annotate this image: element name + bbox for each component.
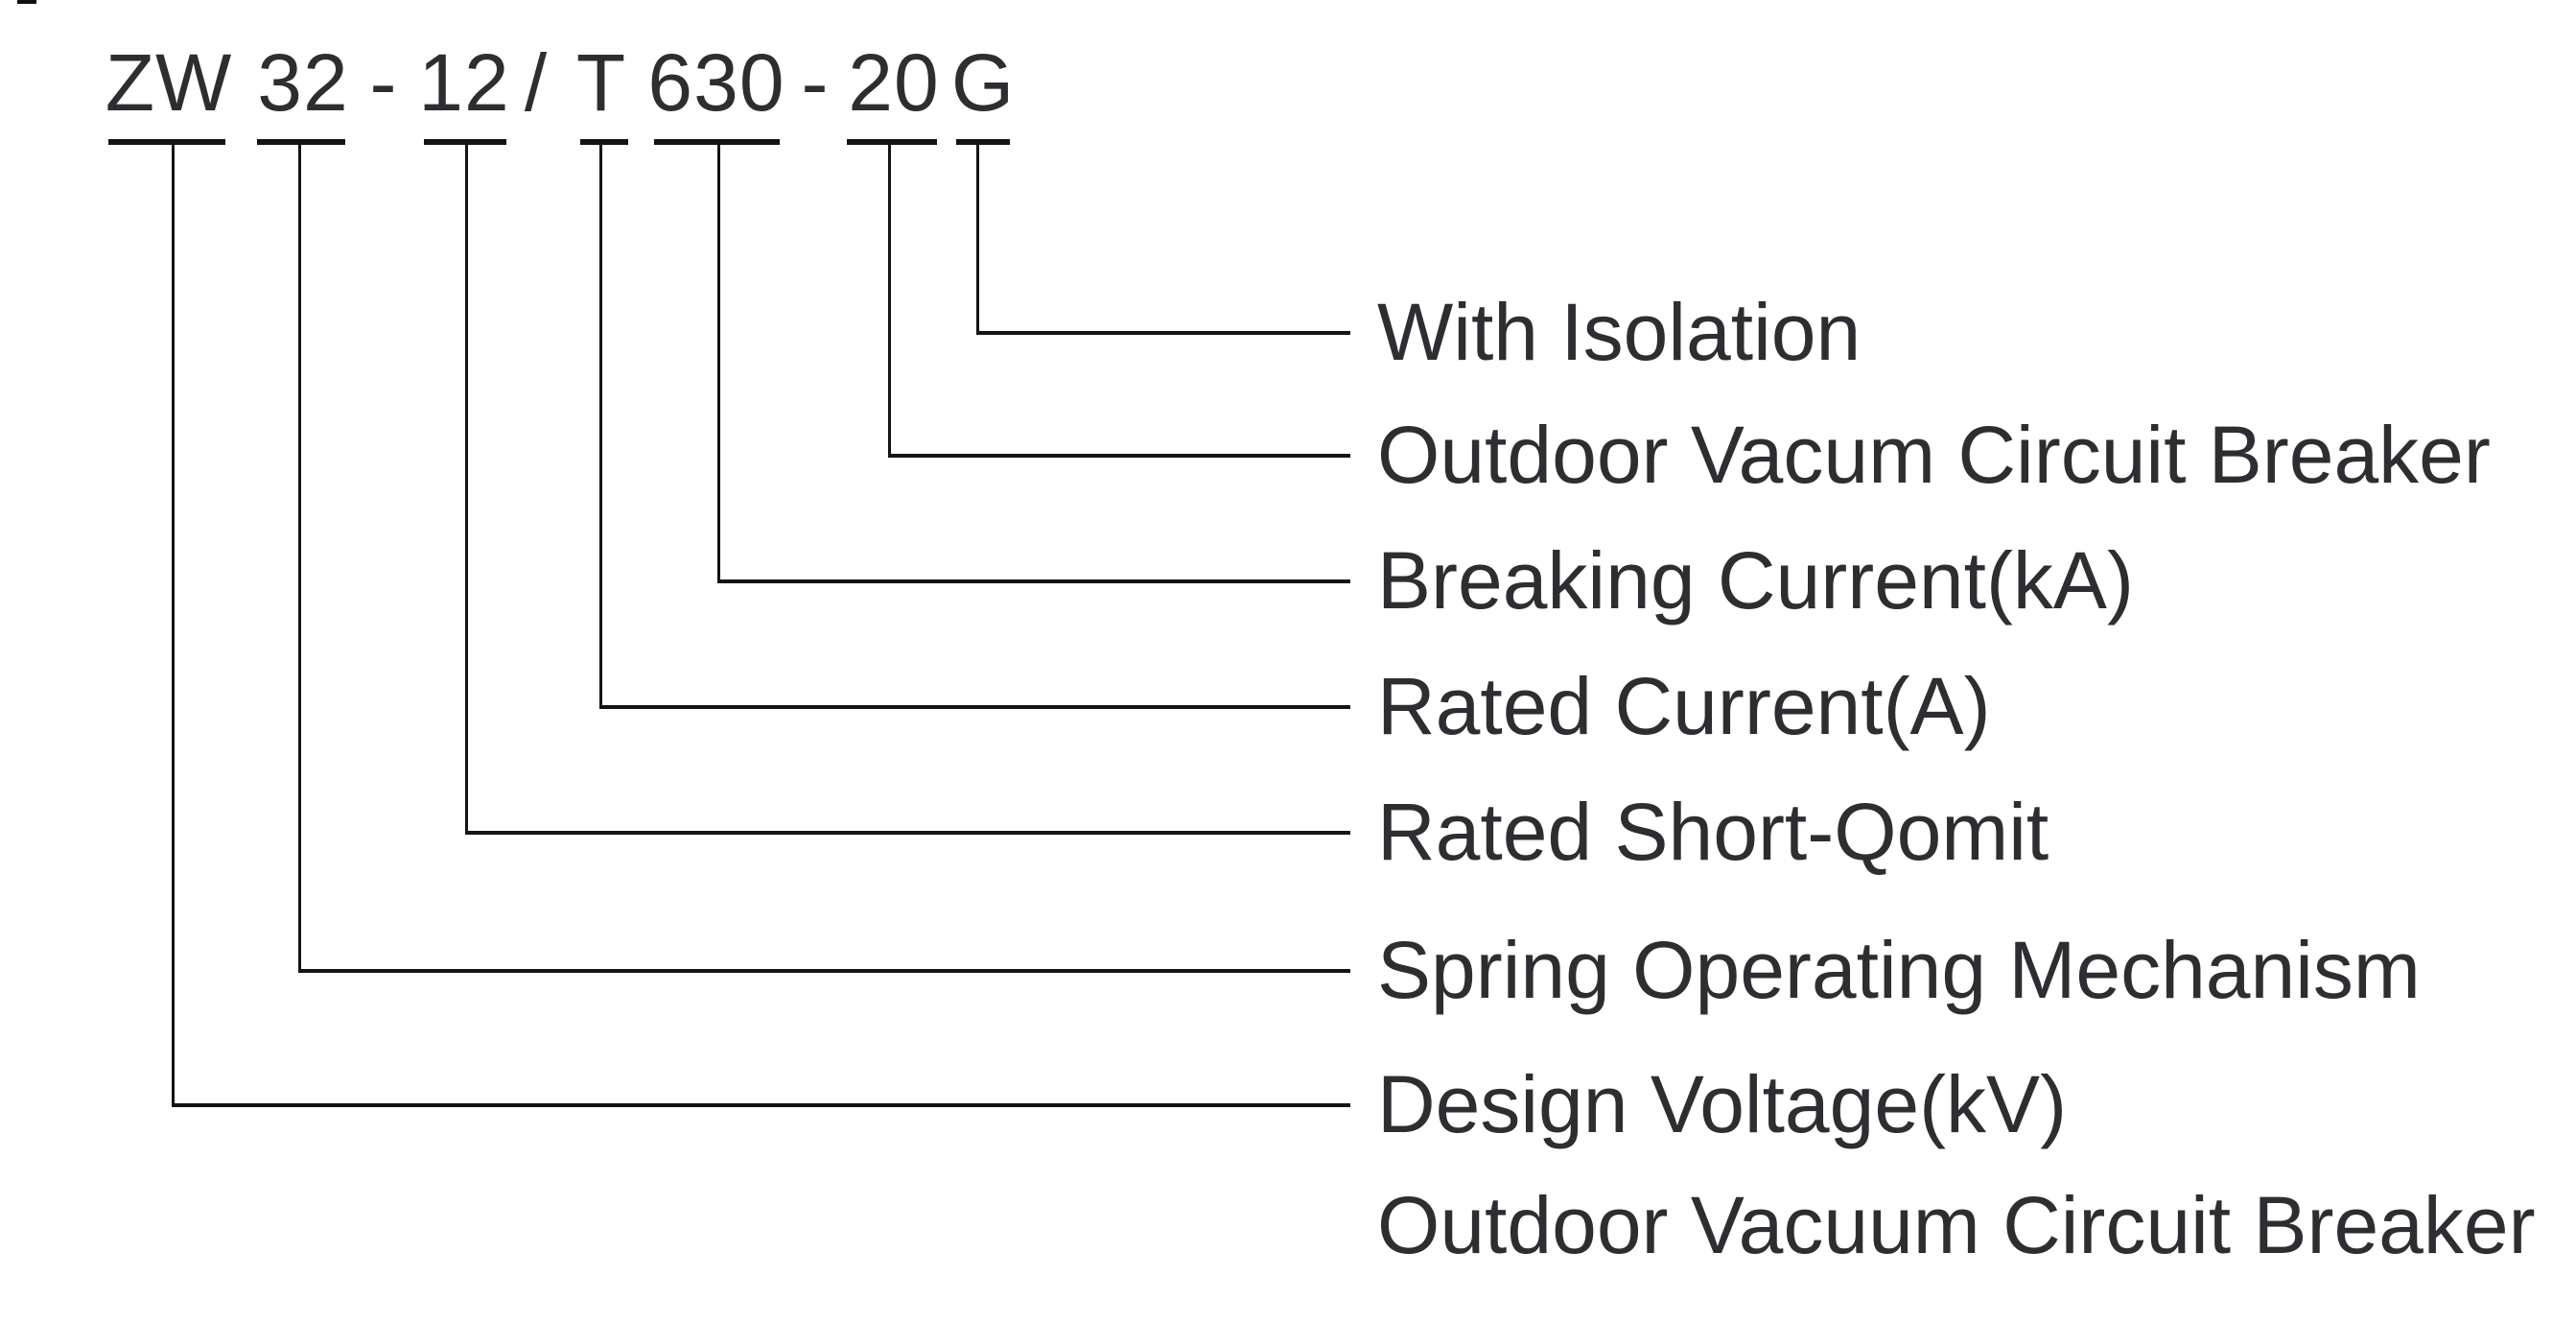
leader-line-630-breaking-current <box>717 144 1350 583</box>
label-with-isolation: With Isolation <box>1377 287 1862 377</box>
code-token-20: 20 <box>848 37 940 128</box>
code-token-32: 32 <box>257 37 349 128</box>
screen-edge-artifact <box>17 0 36 4</box>
code-token-g: G <box>950 37 1016 128</box>
code-token-dash-1: - <box>369 37 398 128</box>
leader-line-t-rated-current <box>599 144 1350 709</box>
code-underline-zw <box>108 139 225 145</box>
label-outdoor-vacuum-circuit-breaker: Outdoor Vacuum Circuit Breaker <box>1377 1180 2536 1270</box>
code-underline-630 <box>654 139 780 145</box>
label-outdoor-vacum-circuit-breaker: Outdoor Vacum Circuit Breaker <box>1377 410 2491 500</box>
leader-line-zw-design-voltage <box>172 144 1350 1107</box>
code-underline-32 <box>257 139 345 145</box>
code-underline-20 <box>847 139 937 145</box>
code-token-t: T <box>575 37 627 128</box>
label-design-voltage: Design Voltage(kV) <box>1377 1059 2068 1149</box>
leader-line-g-with-isolation <box>976 144 1350 335</box>
leader-line-32-spring-mechanism <box>298 144 1350 973</box>
code-underline-12 <box>424 139 506 145</box>
leader-line-20-outdoor-vacum <box>888 144 1350 458</box>
leader-line-12-rated-short <box>465 144 1350 835</box>
code-token-zw: ZW <box>105 37 233 128</box>
code-token-630: 630 <box>647 37 785 128</box>
code-token-12: 12 <box>418 37 510 128</box>
label-spring-operating-mechanism: Spring Operating Mechanism <box>1377 925 2421 1015</box>
label-rated-short: Rated Short-Qomit <box>1377 787 2049 877</box>
code-token-slash: / <box>524 37 549 128</box>
code-token-dash-2: - <box>801 37 830 128</box>
code-underline-g <box>956 139 1010 145</box>
label-rated-current: Rated Current(A) <box>1377 661 1991 751</box>
label-breaking-current: Breaking Current(kA) <box>1377 535 2134 626</box>
code-underline-t <box>580 139 628 145</box>
